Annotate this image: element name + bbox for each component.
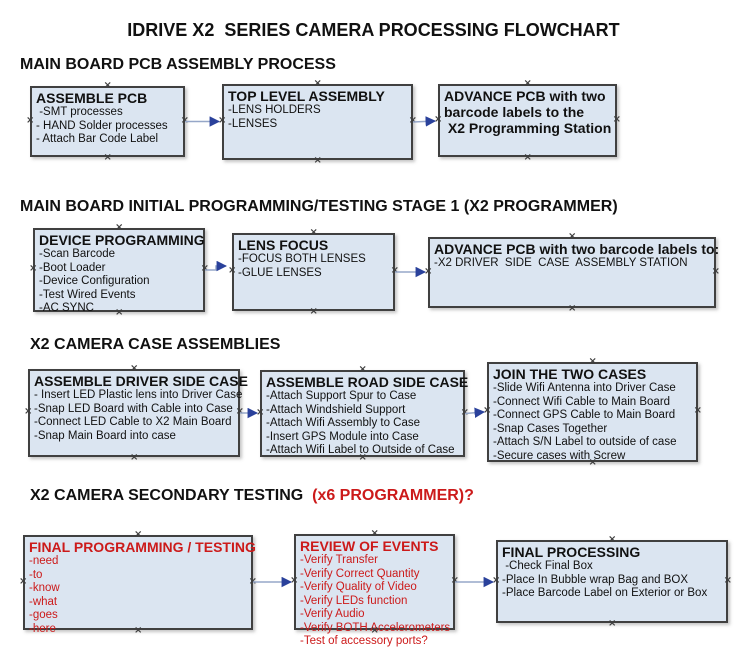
box-title: JOIN THE TWO CASES xyxy=(493,366,647,382)
flowchart-box-device-programming[interactable]: DEVICE PROGRAMMING -Scan Barcode -Boot L… xyxy=(29,223,209,318)
page-title: IDRIVE X2 SERIES CAMERA PROCESSING FLOWC… xyxy=(127,20,620,40)
connection-handle-icon: × xyxy=(180,114,189,126)
box-title: ASSEMBLE DRIVER SIDE CASE xyxy=(34,373,248,389)
connector-arrow-toplevel-to-advance[interactable] xyxy=(412,116,437,127)
flowchart-box-final-processing[interactable]: FINAL PROCESSING -Check Final Box -Place… xyxy=(492,535,732,629)
connection-handle-icon: × xyxy=(608,618,617,629)
box-items: -Slide Wifi Antenna into Driver Case -Co… xyxy=(493,382,677,462)
box-title: FINAL PROCESSING xyxy=(502,544,641,560)
connection-handle-icon: × xyxy=(309,306,318,317)
flowchart-box-final-programming-testing[interactable]: FINAL PROGRAMMING / TESTING -need -to -k… xyxy=(19,530,257,636)
flowchart-box-assemble-driver-side-case[interactable]: ASSEMBLE DRIVER SIDE CASE - Insert LED P… xyxy=(24,364,248,463)
connection-handle-icon: × xyxy=(29,263,38,274)
section-heading-case-assemblies: X2 CAMERA CASE ASSEMBLIES xyxy=(30,336,281,353)
box-title: ADVANCE PCB with two barcode labels to: xyxy=(434,241,720,257)
connection-handle-icon: × xyxy=(492,574,501,586)
box-title: REVIEW OF EVENTS xyxy=(300,538,439,554)
connection-handle-icon: × xyxy=(290,575,299,586)
connection-handle-icon: × xyxy=(523,152,532,163)
box-title: ASSEMBLE ROAD SIDE CASE xyxy=(266,374,469,390)
connection-handle-icon: × xyxy=(408,115,417,126)
flowchart-box-top-level-assembly[interactable]: TOP LEVEL ASSEMBLY -LENS HOLDERS -LENSES… xyxy=(218,79,417,166)
connection-handle-icon: × xyxy=(711,265,720,277)
box-items: -Verify Transfer -Verify Correct Quantit… xyxy=(300,554,451,647)
flowchart-box-review-of-events[interactable]: REVIEW OF EVENTS -Verify Transfer -Verif… xyxy=(290,529,459,648)
box-items: -FOCUS BOTH LENSES -GLUE LENSES xyxy=(238,253,366,279)
connector-arrow-roadside-to-join[interactable] xyxy=(464,407,486,418)
connector-arrow-device-to-lensfocus[interactable] xyxy=(205,260,228,272)
connection-handle-icon: × xyxy=(218,115,227,126)
section-heading-pcb-assembly: MAIN BOARD PCB ASSEMBLY PROCESS xyxy=(20,56,336,73)
connection-handle-icon: × xyxy=(24,406,33,417)
connection-handle-icon: × xyxy=(235,406,244,417)
connection-handle-icon: × xyxy=(313,155,322,166)
box-title: FINAL PROGRAMMING / TESTING xyxy=(29,539,256,555)
connection-handle-icon: × xyxy=(130,452,139,463)
flowchart-box-assemble-road-side-case[interactable]: ASSEMBLE ROAD SIDE CASE -Attach Support … xyxy=(256,365,469,463)
box-items: -X2 DRIVER SIDE CASE ASSEMBLY STATION xyxy=(434,257,688,269)
connection-handle-icon: × xyxy=(228,265,237,276)
connection-handle-icon: × xyxy=(256,406,265,418)
flowchart-box-assemble-pcb[interactable]: ASSEMBLE PCB -SMT processes - HAND Solde… xyxy=(26,81,189,163)
box-items: - Insert LED Plastic lens into Driver Ca… xyxy=(34,389,243,442)
connection-handle-icon: × xyxy=(424,265,433,277)
section-heading-black-part: X2 CAMERA SECONDARY TESTING xyxy=(30,487,313,504)
box-title: DEVICE PROGRAMMING xyxy=(39,232,205,248)
connection-handle-icon: × xyxy=(693,405,702,416)
box-items: -Check Final Box -Place In Bubble wrap B… xyxy=(502,560,708,599)
box-items: -Attach Support Spur to Case -Attach Win… xyxy=(266,390,455,456)
connection-handle-icon: × xyxy=(612,113,621,125)
connection-handle-icon: × xyxy=(434,113,443,125)
connection-handle-icon: × xyxy=(483,405,492,416)
flowchart-box-advance-pcb-programming-station[interactable]: ADVANCE PCB with two barcode labels to t… xyxy=(434,79,621,163)
connection-handle-icon: × xyxy=(568,303,577,314)
connection-handle-icon: × xyxy=(450,575,459,586)
box-title: TOP LEVEL ASSEMBLY xyxy=(228,88,385,104)
box-items: -SMT processes - HAND Solder processes -… xyxy=(36,106,168,145)
box-title: ADVANCE PCB with two barcode labels to t… xyxy=(444,88,612,136)
box-items: -LENS HOLDERS -LENSES xyxy=(228,104,321,130)
connection-handle-icon: × xyxy=(723,574,732,586)
box-title: LENS FOCUS xyxy=(238,237,329,253)
section-heading-red-part: (x6 PROGRAMMER)? xyxy=(312,487,474,504)
connection-handle-icon: × xyxy=(248,575,257,587)
flowchart-box-lens-focus[interactable]: LENS FOCUS -FOCUS BOTH LENSES -GLUE LENS… xyxy=(228,228,399,317)
box-items: -Scan Barcode -Boot Loader -Device Confi… xyxy=(39,248,150,314)
connection-handle-icon: × xyxy=(26,114,35,126)
box-title: ASSEMBLE PCB xyxy=(36,90,148,106)
section-heading-initial-programming: MAIN BOARD INITIAL PROGRAMMING/TESTING S… xyxy=(20,198,618,215)
flowchart-box-join-the-two-cases[interactable]: JOIN THE TWO CASES -Slide Wifi Antenna i… xyxy=(483,357,702,468)
flowchart-box-advance-pcb-driver-side-case[interactable]: ADVANCE PCB with two barcode labels to: … xyxy=(424,232,720,314)
section-heading-secondary-testing: X2 CAMERA SECONDARY TESTING (x6 PROGRAMM… xyxy=(30,487,474,505)
connection-handle-icon: × xyxy=(390,265,399,276)
connection-handle-icon: × xyxy=(460,406,469,418)
connection-handle-icon: × xyxy=(103,152,112,163)
box-items: -need -to -know -what -goes -here xyxy=(29,555,60,635)
connection-handle-icon: × xyxy=(200,263,209,274)
connection-handle-icon: × xyxy=(19,575,28,587)
